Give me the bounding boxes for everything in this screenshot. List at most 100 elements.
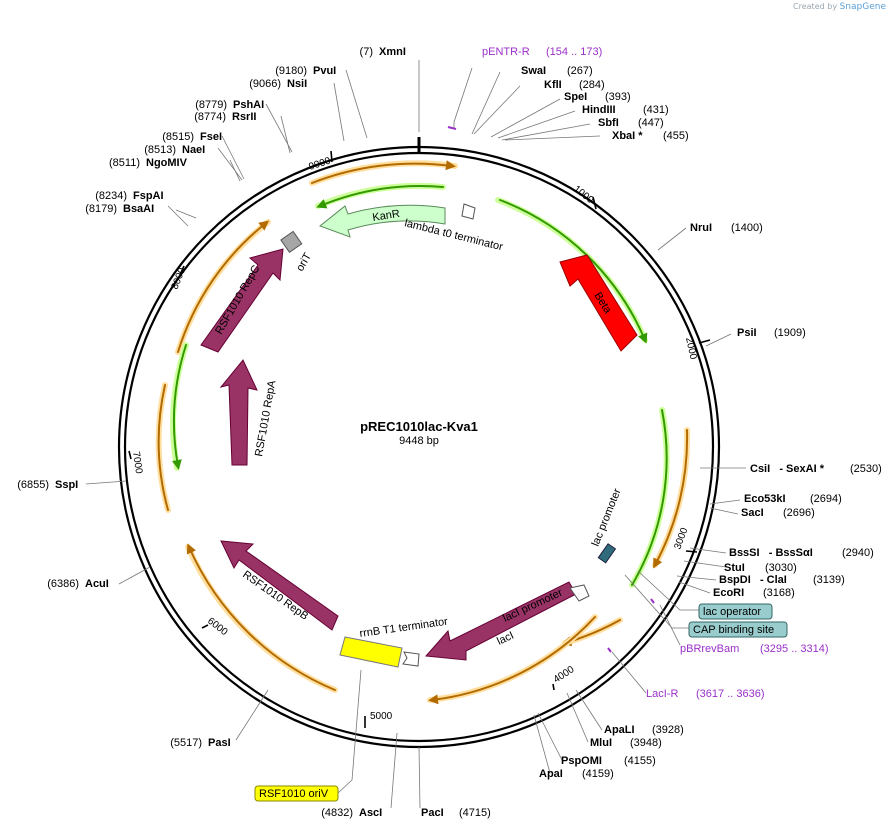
site-pos-bsaai: (8179) xyxy=(85,203,117,215)
site-pos-rsrii: (8774) xyxy=(194,111,226,123)
site-pos-fspai: (8234) xyxy=(95,190,127,202)
tick-5000: 5000 xyxy=(370,711,393,722)
site-pos-xmni: (7) xyxy=(360,46,373,58)
laci-r-primer-mark xyxy=(607,647,612,653)
site-pos-acui: (6386) xyxy=(47,578,79,590)
site-pos-saci: (2696) xyxy=(783,507,815,519)
site-pos-naei: (8513) xyxy=(144,144,176,156)
backbone-inner xyxy=(123,151,715,743)
leader-lines xyxy=(85,60,746,809)
site-pos-paci: (4715) xyxy=(459,807,491,819)
orit-label: oriT xyxy=(294,251,314,274)
site-pos-eco53ki: (2694) xyxy=(810,493,842,505)
site-bspdi-clai: BspDI - ClaI xyxy=(719,574,787,586)
site-pos-fsei: (8515) xyxy=(162,131,194,143)
site-pspomi: PspOMI xyxy=(561,755,602,767)
tick-6000: 6000 xyxy=(205,616,230,639)
snapgene-credit: Created by SnapGene xyxy=(793,2,886,12)
site-pos-xbai: (455) xyxy=(663,130,689,142)
site-saci: SacI xyxy=(741,507,764,519)
site-pos-bsssi: (2940) xyxy=(842,547,874,559)
laci-promoter-icon xyxy=(569,584,590,602)
site-fspai: FspAI xyxy=(133,190,164,202)
tick-marks xyxy=(128,150,711,728)
rrnb-terminator-icon xyxy=(402,651,420,667)
site-pos-pvui: (9180) xyxy=(275,65,307,77)
tick-3000: 3000 xyxy=(672,526,690,551)
site-kfli: KflI xyxy=(544,79,562,91)
site-pos-spei: (393) xyxy=(605,91,631,103)
site-apali: ApaLI xyxy=(604,724,635,736)
site-pos-mlui: (3948) xyxy=(630,737,662,749)
site-rsrii: RsrII xyxy=(232,111,256,123)
site-pos-pspomi: (4155) xyxy=(624,755,656,767)
site-csii-sexai: CsiI - SexAI * xyxy=(750,463,825,475)
site-xmni: XmnI xyxy=(379,46,406,58)
primer-labels: pENTR-R (154 .. 173) pBRrevBam (3295 .. … xyxy=(482,46,829,700)
primer-pbrrevbam-range: (3295 .. 3314) xyxy=(760,643,829,655)
site-psii: PsiI xyxy=(737,327,757,339)
repa-arrow xyxy=(219,359,258,466)
site-eco53ki: Eco53kI xyxy=(744,493,786,505)
site-pos-apai: (4159) xyxy=(582,768,614,780)
site-apai: ApaI xyxy=(539,768,563,780)
site-pos-csii: (2530) xyxy=(850,463,882,475)
site-ngomiv: NgoMIV xyxy=(146,157,188,169)
lac-operator-label: lac operator xyxy=(703,606,761,618)
lambda-terminator-icon xyxy=(461,203,476,220)
credit-prefix: Created by xyxy=(793,2,838,11)
oriv-label: RSF1010 oriV xyxy=(259,788,329,800)
site-pos-asci: (4832) xyxy=(321,807,353,819)
cap-site-label: CAP binding site xyxy=(693,624,774,636)
site-pos-stui: (3030) xyxy=(765,562,797,574)
site-naei: NaeI xyxy=(182,144,205,156)
pbrrevbam-primer-mark xyxy=(650,598,655,604)
site-sspi: SspI xyxy=(55,479,78,491)
lac-operator-box xyxy=(597,543,617,564)
primer-pentr-r-range: (154 .. 173) xyxy=(546,46,602,58)
plasmid-size: 9448 bp xyxy=(399,435,439,447)
site-pos-psii: (1909) xyxy=(774,327,806,339)
site-xbai: XbaI * xyxy=(612,130,643,142)
tick-7000: 7000 xyxy=(130,451,144,475)
beta-arrow xyxy=(559,254,638,352)
green-arcs xyxy=(170,182,670,588)
plasmid-name: pREC1010lac-Kva1 xyxy=(360,419,478,434)
tick-4000: 4000 xyxy=(552,664,577,686)
site-pvui: PvuI xyxy=(313,65,336,77)
credit-brand: SnapGene xyxy=(839,2,886,12)
site-pos-sbfi: (447) xyxy=(638,117,664,129)
repc-arrow xyxy=(200,248,284,353)
site-pos-bspdi: (3139) xyxy=(813,574,845,586)
site-pos-nrui: (1400) xyxy=(731,222,763,234)
site-nrui: NruI xyxy=(690,222,712,234)
site-pos-sspi: (6855) xyxy=(17,479,49,491)
site-pos-swai: (267) xyxy=(567,65,593,77)
lac-promoter-label: lac promoter xyxy=(590,487,624,548)
tick-2000: 2000 xyxy=(683,336,698,360)
laci-promoter-label: lacI promoter xyxy=(501,587,565,625)
site-swai: SwaI xyxy=(521,65,546,77)
repa-label: RSF1010 RepA xyxy=(253,379,278,458)
lac-operator-tag xyxy=(698,603,773,620)
site-nsii: NsiI xyxy=(287,78,307,90)
kanr-arrow xyxy=(318,204,446,238)
site-pasi: PasI xyxy=(208,737,231,749)
repb-arrow xyxy=(220,540,339,631)
site-sbfi: SbfI xyxy=(598,117,619,129)
site-pos-apali: (3928) xyxy=(652,724,684,736)
site-stui: StuI xyxy=(724,562,745,574)
oriv-tag xyxy=(254,785,339,802)
primer-pbrrevbam: pBRrevBam xyxy=(680,643,739,655)
site-pos-hindiii: (431) xyxy=(643,104,669,116)
primer-pentr-r: pENTR-R xyxy=(482,46,530,58)
site-spei: SpeI xyxy=(564,91,587,103)
lambda-terminator-label: lambda t0 terminator xyxy=(403,217,504,253)
rrnb-label: rrnB T1 terminator xyxy=(359,616,449,640)
site-pos-nsii: (9066) xyxy=(249,78,281,90)
primer-laci-r-range: (3617 .. 3636) xyxy=(696,688,765,700)
laci-arrow xyxy=(424,581,577,661)
site-asci: AscI xyxy=(359,807,382,819)
site-fsei: FseI xyxy=(200,131,222,143)
